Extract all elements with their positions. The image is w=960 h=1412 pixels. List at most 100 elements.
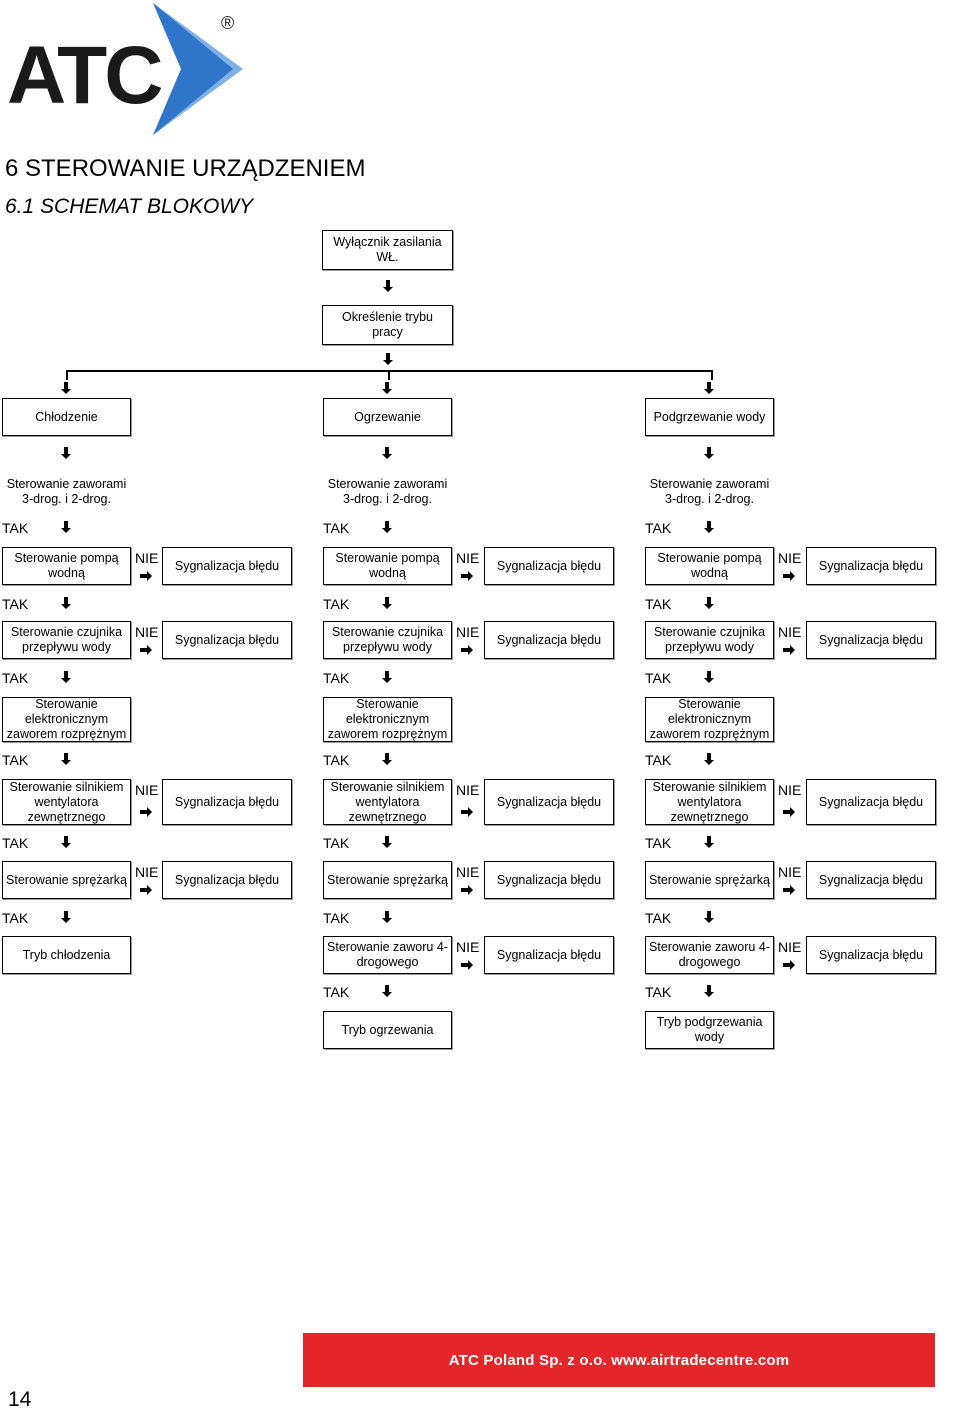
arrow-down-icon	[704, 521, 714, 533]
error-box: Sygnalizacja błędu	[484, 861, 614, 899]
no-label: NIE	[456, 939, 479, 955]
flow-sensor-box: Sterowanie czujnika przepływu wody	[323, 621, 452, 659]
arrow-right-icon	[140, 571, 152, 581]
mode-box-label: Chłodzenie	[35, 409, 98, 424]
yes-label: TAK	[323, 670, 349, 686]
yes-label: TAK	[2, 752, 28, 768]
chapter-title: 6 STEROWANIE URZĄDZENIEM	[5, 155, 366, 182]
expansion-valve-box-label: Sterowanie elektronicznym zaworem rozprę…	[649, 697, 770, 741]
arrow-down-icon	[382, 671, 392, 683]
flow-sensor-box: Sterowanie czujnika przepływu wody	[2, 621, 131, 659]
flow-sensor-box: Sterowanie czujnika przepływu wody	[645, 621, 774, 659]
arrow-right-icon	[783, 960, 795, 970]
yes-label: TAK	[645, 752, 671, 768]
yes-label: TAK	[645, 835, 671, 851]
no-label-label: NIE	[135, 782, 159, 798]
arrow-down-icon	[382, 836, 392, 848]
end-heating-box-label: Tryb ogrzewania	[341, 1022, 434, 1037]
atc-logo: ATC ®	[3, 3, 243, 135]
yes-label-label: TAK	[2, 596, 29, 612]
yes-label-label: TAK	[645, 752, 672, 768]
expansion-valve-box: Sterowanie elektronicznym zaworem rozprę…	[2, 697, 131, 742]
arrow-right-icon	[140, 807, 152, 817]
arrow-down-icon	[382, 447, 392, 459]
mode-select-box: Określenie trybu pracy	[322, 305, 453, 345]
yes-label-label: TAK	[645, 596, 672, 612]
error-box: Sygnalizacja błędu	[806, 779, 936, 825]
error-box-label: Sygnalizacja błędu	[174, 872, 280, 887]
end-cooling-box-label: Tryb chłodzenia	[22, 947, 111, 962]
no-label: NIE	[778, 782, 801, 798]
no-label-label: NIE	[135, 624, 159, 640]
yes-label-label: TAK	[2, 835, 29, 851]
yes-label-label: TAK	[323, 596, 350, 612]
arrow-down-icon	[382, 521, 392, 533]
arrow-down-icon	[704, 671, 714, 683]
no-label: NIE	[135, 864, 158, 880]
yes-label: TAK	[323, 752, 349, 768]
arrow-down-icon	[61, 447, 71, 459]
yes-label-label: TAK	[2, 520, 29, 536]
pump-box-label: Sterowanie pompą wodną	[335, 551, 440, 580]
valves-box: Sterowanie zaworami 3-drog. i 2-drog.	[2, 473, 131, 511]
pump-box: Sterowanie pompą wodną	[2, 547, 131, 585]
power-on-box: Wyłącznik zasilania WŁ.	[322, 230, 453, 270]
yes-label: TAK	[2, 910, 28, 926]
arrow-down-icon	[61, 911, 71, 923]
pump-box-label: Sterowanie pompą wodną	[657, 551, 762, 580]
branch-line	[66, 370, 68, 380]
arrow-down-icon	[382, 911, 392, 923]
arrow-down-icon	[704, 985, 714, 997]
error-box-label: Sygnalizacja błędu	[174, 794, 280, 809]
error-box-label: Sygnalizacja błędu	[818, 947, 924, 962]
no-label: NIE	[778, 864, 801, 880]
no-label-label: NIE	[456, 782, 480, 798]
compressor-box: Sterowanie sprężarką	[323, 861, 452, 899]
yes-label-label: TAK	[323, 835, 350, 851]
yes-label: TAK	[323, 520, 349, 536]
yes-label-label: TAK	[323, 984, 350, 1000]
arrow-right-icon	[461, 960, 473, 970]
no-label-label: NIE	[778, 624, 802, 640]
arrow-right-icon	[140, 645, 152, 655]
error-box-label: Sygnalizacja błędu	[496, 947, 602, 962]
arrow-down-icon	[704, 447, 714, 459]
no-label-label: NIE	[778, 782, 802, 798]
yes-label: TAK	[323, 596, 349, 612]
arrow-down-icon	[61, 521, 71, 533]
pump-box-label: Sterowanie pompą wodną	[14, 551, 119, 580]
yes-label-label: TAK	[2, 670, 29, 686]
no-label: NIE	[135, 550, 158, 566]
no-label: NIE	[456, 864, 479, 880]
page-number: 14	[8, 1388, 32, 1411]
fan-motor-box-label: Sterowanie silnikiem wentylatora zewnętr…	[652, 779, 767, 824]
section-title: 6.1 SCHEMAT BLOKOWY	[5, 195, 254, 218]
arrow-down-icon	[704, 836, 714, 848]
compressor-box: Sterowanie sprężarką	[645, 861, 774, 899]
error-box: Sygnalizacja błędu	[806, 936, 936, 974]
yes-label-label: TAK	[645, 670, 672, 686]
arrow-down-icon	[61, 597, 71, 609]
error-box: Sygnalizacja błędu	[484, 936, 614, 974]
expansion-valve-box-label: Sterowanie elektronicznym zaworem rozprę…	[6, 697, 127, 741]
arrow-right-icon	[783, 571, 795, 581]
fan-motor-box: Sterowanie silnikiem wentylatora zewnętr…	[323, 779, 452, 825]
arrow-right-icon	[783, 885, 795, 895]
error-box-label: Sygnalizacja błędu	[174, 558, 280, 573]
branch-line	[388, 370, 390, 380]
no-label-label: NIE	[778, 939, 802, 955]
error-box-label: Sygnalizacja błędu	[174, 632, 280, 647]
error-box: Sygnalizacja błędu	[484, 779, 614, 825]
yes-label-label: TAK	[645, 835, 672, 851]
error-box-label: Sygnalizacja błędu	[496, 794, 602, 809]
yes-label: TAK	[645, 984, 671, 1000]
four-way-valve-box: Sterowanie zaworu 4-drogowego	[323, 936, 452, 974]
no-label: NIE	[778, 624, 801, 640]
valves-box-label: Sterowanie zaworami 3-drog. i 2-drog.	[6, 477, 127, 506]
no-label-label: NIE	[456, 864, 480, 880]
mode-box: Ogrzewanie	[323, 398, 452, 436]
no-label-label: NIE	[456, 624, 480, 640]
no-label: NIE	[778, 550, 801, 566]
arrow-down-icon	[382, 382, 392, 394]
arrow-right-icon	[140, 885, 152, 895]
